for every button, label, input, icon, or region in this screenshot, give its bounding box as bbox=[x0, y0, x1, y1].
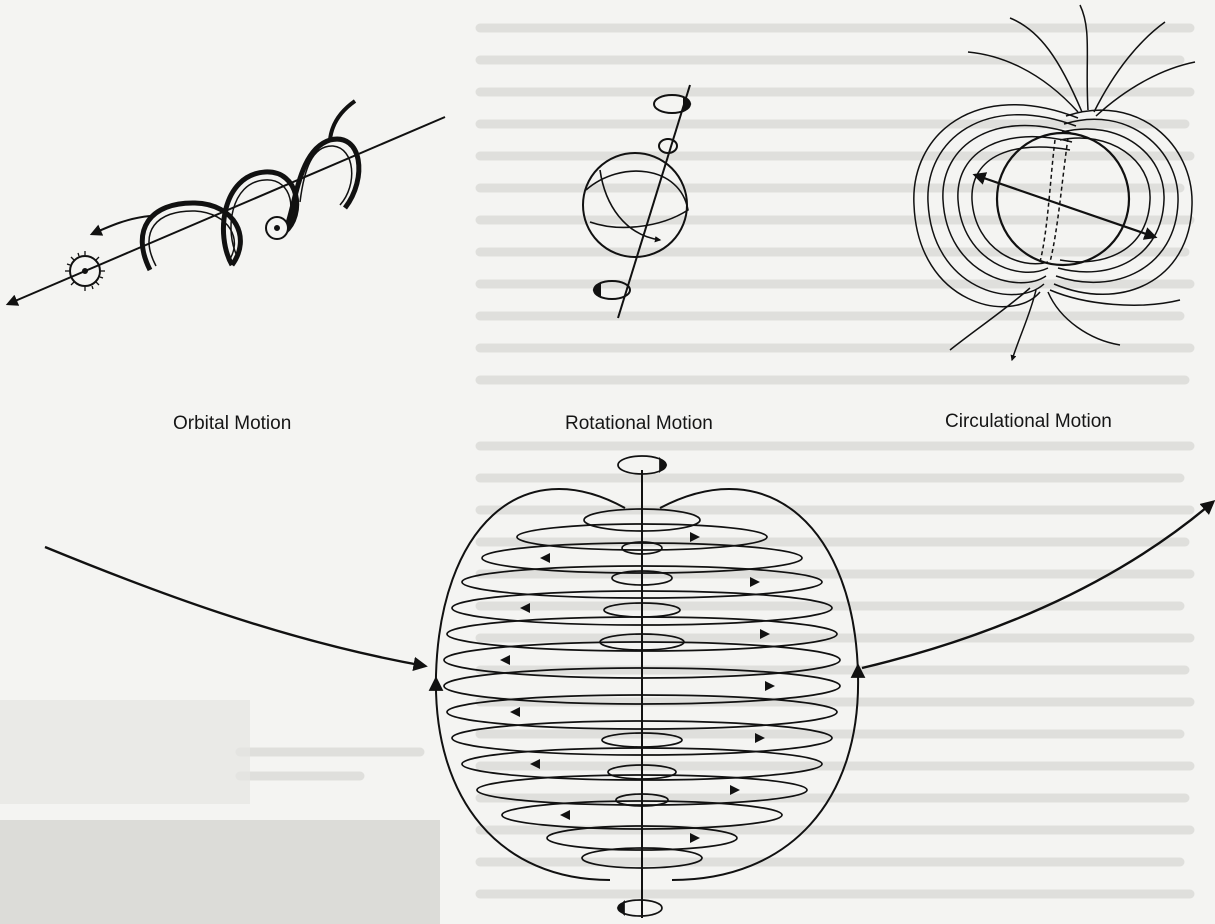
orbital-motion-figure bbox=[8, 101, 445, 304]
planet-icon bbox=[266, 217, 288, 239]
caption-circulational-motion: Circulational Motion bbox=[945, 411, 1112, 433]
background-photo-patch bbox=[0, 820, 440, 924]
caption-orbital-motion: Orbital Motion bbox=[173, 413, 291, 435]
background-bleed-text bbox=[240, 28, 1190, 894]
caption-rotational-motion: Rotational Motion bbox=[565, 413, 713, 435]
helix-path bbox=[92, 101, 359, 270]
rotating-sphere bbox=[583, 153, 687, 257]
sun-icon bbox=[65, 251, 105, 291]
outgoing-trajectory bbox=[862, 502, 1213, 668]
incoming-trajectory bbox=[45, 547, 425, 666]
background-shade bbox=[0, 700, 250, 804]
